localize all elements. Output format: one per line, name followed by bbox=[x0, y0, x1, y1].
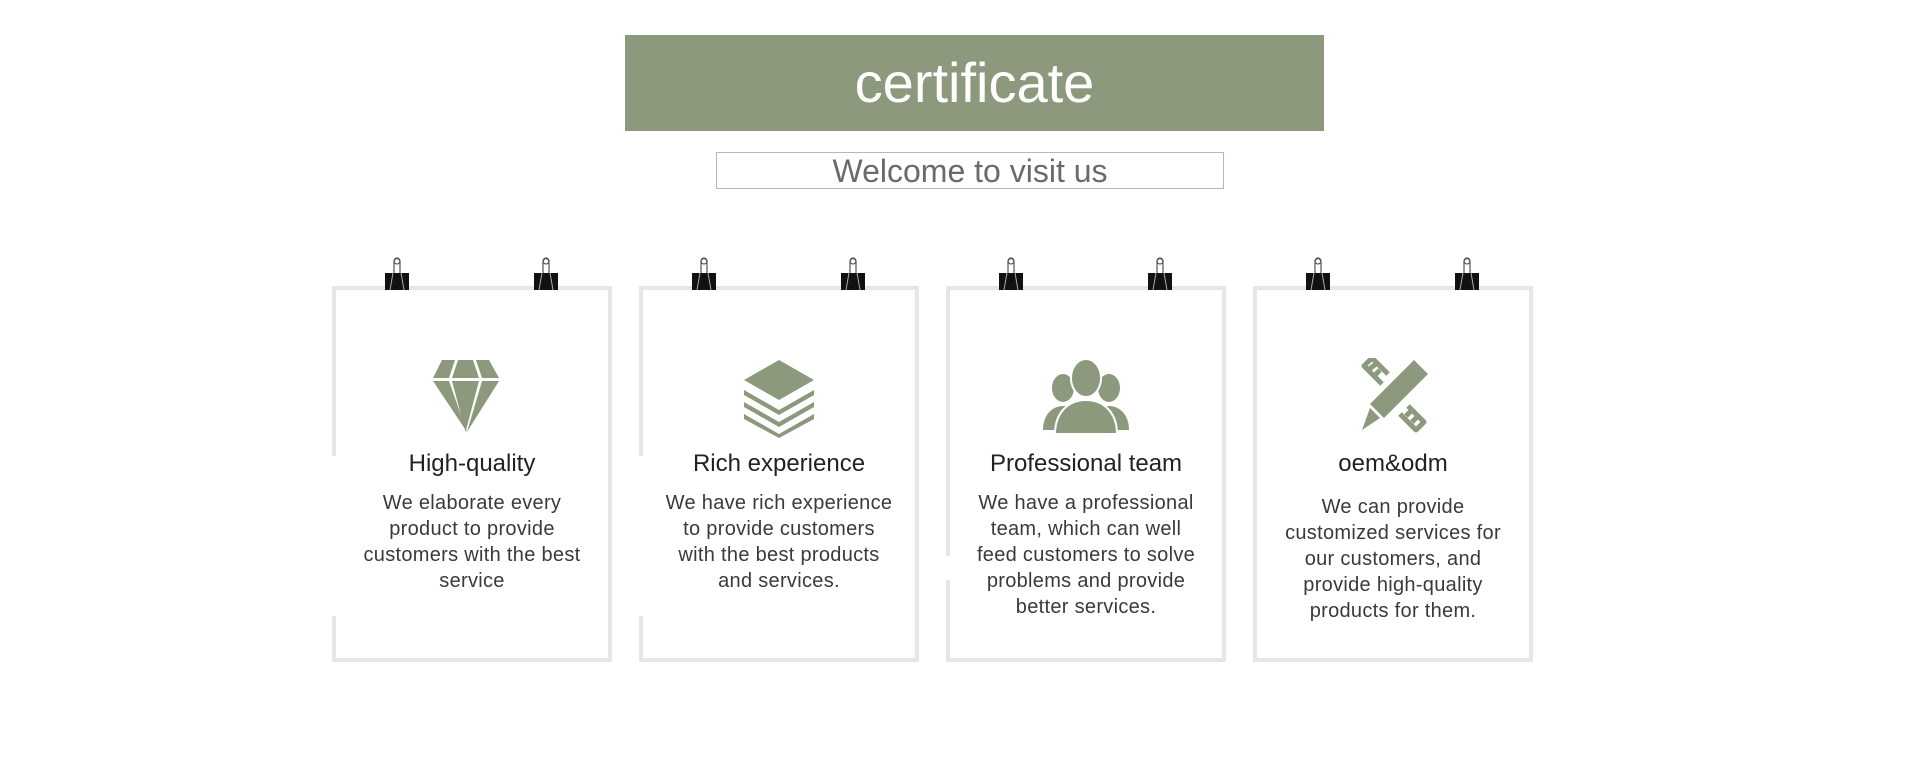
card-title: High-quality bbox=[408, 450, 536, 477]
title-banner: certificate bbox=[625, 35, 1324, 131]
border-gap bbox=[331, 456, 339, 616]
binder-clip-icon bbox=[384, 256, 410, 290]
card-description: We have a professional team, which can w… bbox=[976, 492, 1196, 618]
binder-clip-icon bbox=[840, 256, 866, 290]
feature-card-high-quality: High-quality We elaborate every product … bbox=[332, 286, 612, 662]
card-description: We can provide customized services for o… bbox=[1285, 496, 1501, 622]
binder-clip-icon bbox=[998, 256, 1024, 290]
border-gap bbox=[638, 456, 646, 616]
card-title: Professional team bbox=[989, 450, 1183, 477]
feature-card-rich-experience: Rich experience We have rich experience … bbox=[639, 286, 919, 662]
binder-clip-icon bbox=[1454, 256, 1480, 290]
page-subtitle: Welcome to visit us bbox=[832, 152, 1108, 189]
subtitle-box: Welcome to visit us bbox=[716, 152, 1224, 189]
feature-card-professional-team: Professional team We have a professional… bbox=[946, 286, 1226, 662]
page-title: certificate bbox=[854, 51, 1095, 114]
diamond-icon bbox=[427, 358, 517, 438]
binder-clip-icon bbox=[1147, 256, 1173, 290]
card-title: Rich experience bbox=[692, 450, 866, 477]
card-description: We have rich experience to provide custo… bbox=[665, 492, 893, 592]
border-gap bbox=[945, 556, 953, 580]
feature-card-oem-odm: oem&odm We can provide customized servic… bbox=[1253, 286, 1533, 662]
binder-clip-icon bbox=[533, 256, 559, 290]
layers-icon bbox=[734, 358, 824, 438]
team-icon bbox=[1041, 358, 1131, 438]
card-description: We elaborate every product to provide cu… bbox=[363, 492, 581, 592]
binder-clip-icon bbox=[1305, 256, 1331, 290]
card-title: oem&odm bbox=[1338, 450, 1448, 477]
binder-clip-icon bbox=[691, 256, 717, 290]
pencil-ruler-icon bbox=[1348, 358, 1438, 438]
